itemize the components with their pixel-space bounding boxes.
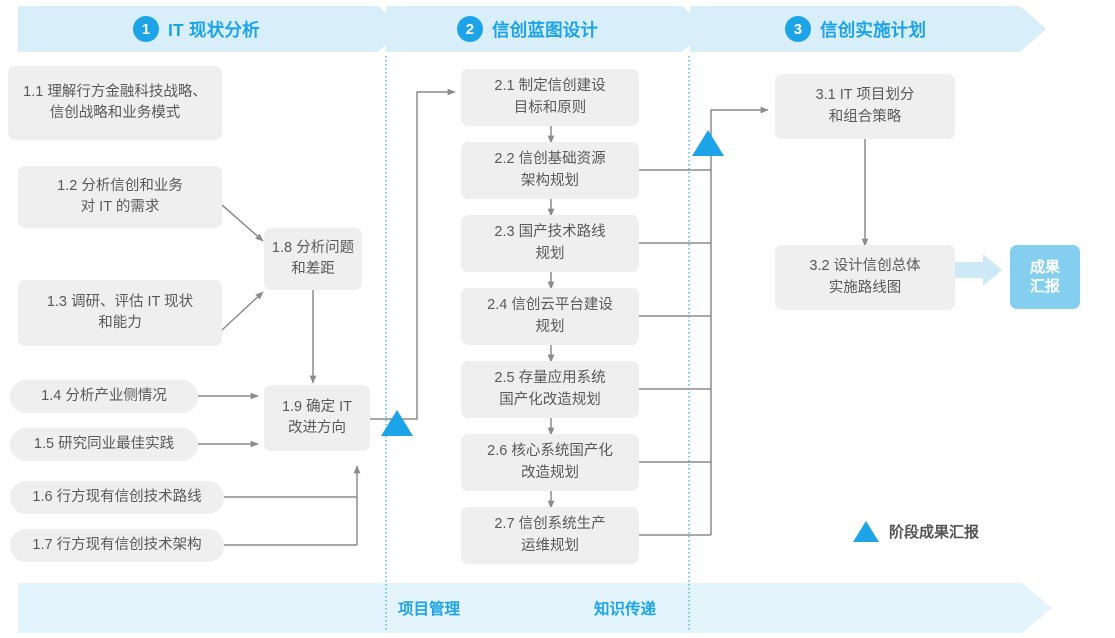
task-box-1-6[interactable]: 1.6 行方现有信创技术路线 xyxy=(10,481,224,514)
task-box-1-8[interactable]: 1.8 分析问题 和差距 xyxy=(264,228,362,290)
wire-bus-right xyxy=(710,106,769,535)
footer-label-project-management: 项目管理 xyxy=(398,601,461,618)
task-box-2-2[interactable]: 2.2 信创基础资源 架构规划 xyxy=(461,142,639,199)
stage-number-2: 2 xyxy=(457,16,483,42)
task-box-2-4[interactable]: 2.4 信创云平台建设 规划 xyxy=(461,288,639,345)
task-box-2-1[interactable]: 2.1 制定信创建设 目标和原则 xyxy=(461,69,639,126)
stage-title-3-text: 信创实施计划 xyxy=(820,19,927,40)
task-box-2-3[interactable]: 2.3 国产技术路线 规划 xyxy=(461,215,639,272)
stage-title-2-text: 信创蓝图设计 xyxy=(492,19,599,40)
stage-title-1-text: IT 现状分析 xyxy=(168,19,260,40)
wire-1.2-to-1.8 xyxy=(221,204,264,242)
footer-label-knowledge-transfer: 知识传递 xyxy=(594,601,657,618)
task-box-1-9[interactable]: 1.9 确定 IT 改进方向 xyxy=(264,385,370,451)
task-box-3-1[interactable]: 3.1 IT 项目划分 和组合策略 xyxy=(775,74,955,139)
task-box-2-7[interactable]: 2.7 信创系统生产 运维规划 xyxy=(461,507,639,564)
task-box-1-7[interactable]: 1.7 行方现有信创技术架构 xyxy=(10,529,224,562)
legend-label: 阶段成果汇报 xyxy=(889,524,980,541)
result-report-badge[interactable]: 成果 汇报 xyxy=(1010,245,1080,309)
wire-1.9-to-2.1 xyxy=(370,88,456,420)
stage-number-3: 3 xyxy=(785,16,811,42)
stage-title-3: 3 信创实施计划 xyxy=(785,16,926,42)
legend-milestone: 阶段成果汇报 xyxy=(853,521,979,542)
stage-title-2: 2 信创蓝图设计 xyxy=(457,16,598,42)
wire-1.3-to-1.8 xyxy=(221,291,264,331)
task-box-1-1[interactable]: 1.1 理解行方金融科技战略、 信创战略和业务模式 xyxy=(8,66,222,140)
task-box-1-3[interactable]: 1.3 调研、评估 IT 现状 和能力 xyxy=(18,280,222,346)
stage-title-1: 1 IT 现状分析 xyxy=(133,16,260,42)
wire-3.2-to-result xyxy=(955,254,1002,286)
milestone-marker-stage2 xyxy=(692,130,724,156)
stage-number-1: 1 xyxy=(133,16,159,42)
task-box-2-5[interactable]: 2.5 存量应用系统 国产化改造规划 xyxy=(461,361,639,418)
task-box-1-5[interactable]: 1.5 研究同业最佳实践 xyxy=(10,428,198,461)
milestone-marker-stage1 xyxy=(381,410,413,436)
task-box-1-4[interactable]: 1.4 分析产业侧情况 xyxy=(10,380,198,413)
task-box-3-2[interactable]: 3.2 设计信创总体 实施路线图 xyxy=(775,245,955,310)
triangle-icon xyxy=(853,521,879,542)
task-box-1-2[interactable]: 1.2 分析信创和业务 对 IT 的需求 xyxy=(18,166,222,228)
task-box-2-6[interactable]: 2.6 核心系统国产化 改造规划 xyxy=(461,434,639,491)
